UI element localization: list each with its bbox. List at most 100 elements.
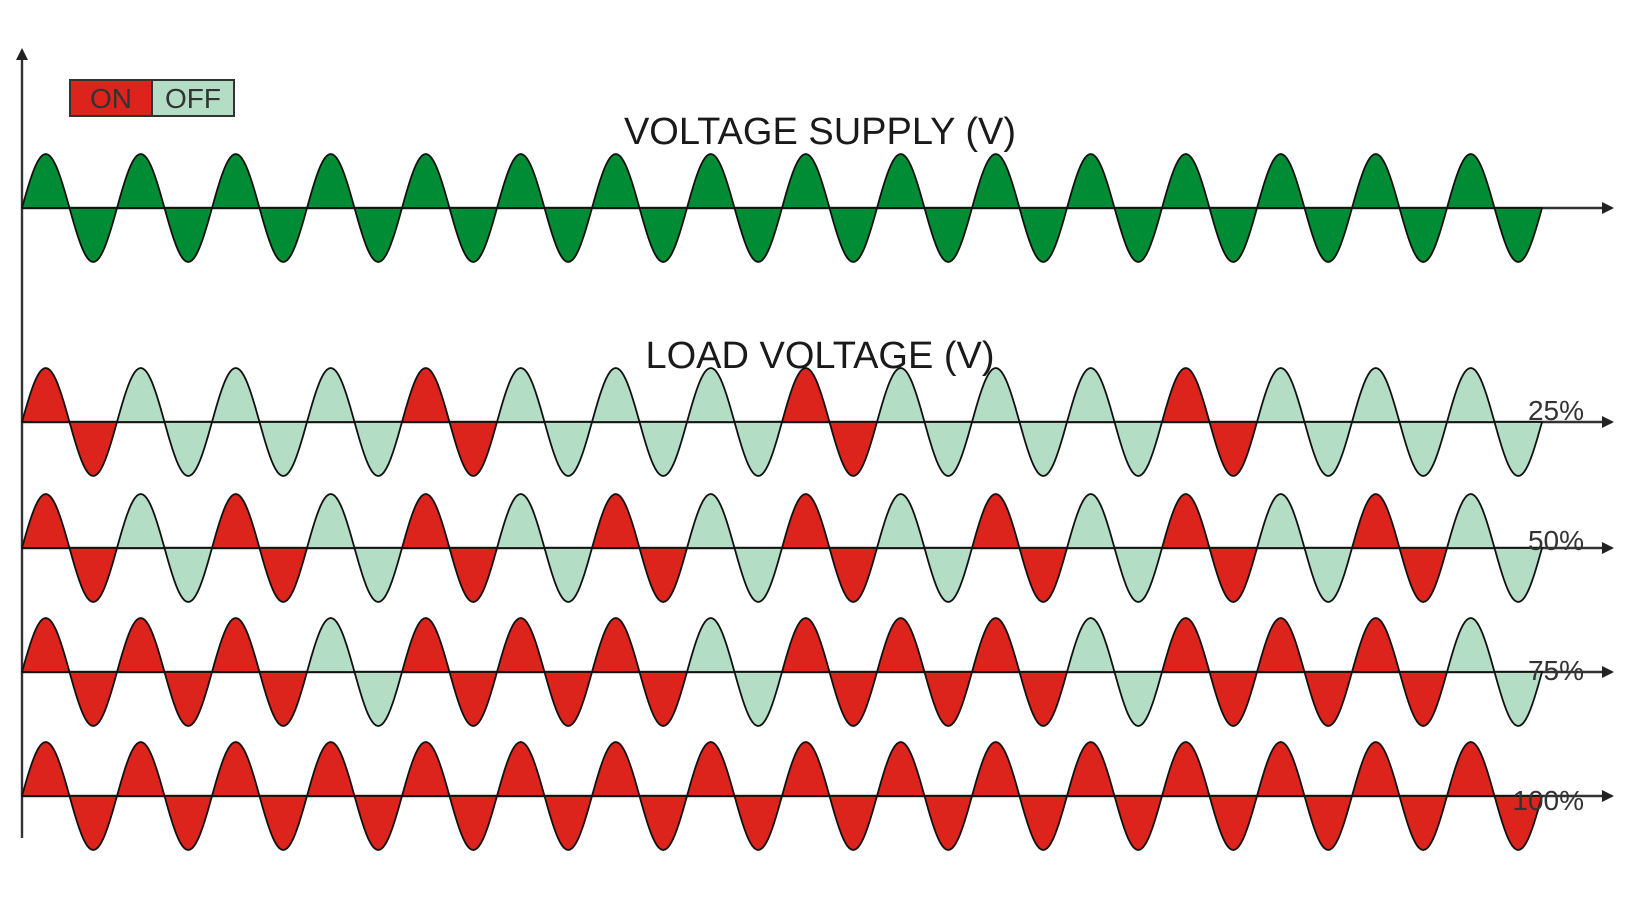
load-75pct-cycle-4-positive	[306, 617, 356, 673]
load-100pct-cycle-4-positive	[306, 741, 356, 797]
load-50pct-cycle-1-negative	[68, 547, 118, 603]
load-100pct-cycle-12-positive	[1066, 741, 1116, 797]
load-100pct-cycle-12-negative	[1113, 795, 1163, 851]
load-100pct-cycle-2-positive	[116, 741, 166, 797]
load-50pct-cycle-2-positive	[116, 493, 166, 549]
load-75pct-cycle-10-positive	[876, 617, 926, 673]
load-100pct-cycle-3-negative	[258, 795, 308, 851]
load-50pct-cycle-10-negative	[923, 547, 973, 603]
load-75pct-cycle-11-positive	[971, 617, 1021, 673]
load-50pct-cycle-15-negative	[1398, 547, 1448, 603]
load-25pct-cycle-16-positive	[1446, 367, 1496, 423]
load-75pct-cycle-6-negative	[543, 671, 593, 727]
load-25pct-cycle-11-negative	[1018, 421, 1068, 477]
supply-cycle-12-negative	[1113, 207, 1163, 263]
load-100pct-cycle-13-positive	[1161, 741, 1211, 797]
supply-title: VOLTAGE SUPPLY (V)	[624, 111, 1016, 153]
load-50pct-cycle-14-negative	[1303, 547, 1353, 603]
load-title: LOAD VOLTAGE (V)	[645, 335, 994, 377]
load-25pct-cycle-6-positive	[496, 367, 546, 423]
load-50pct-cycle-6-negative	[543, 547, 593, 603]
load-75pct-cycle-9-negative	[828, 671, 878, 727]
load-50pct-cycle-13-positive	[1161, 493, 1211, 549]
load-75pct-cycle-9-positive	[781, 617, 831, 673]
load-100pct-cycle-9-positive	[781, 741, 831, 797]
load-100pct-cycle-11-negative	[1018, 795, 1068, 851]
load-75pct-cycle-15-negative	[1398, 671, 1448, 727]
load-100pct-cycle-10-negative	[923, 795, 973, 851]
load-50pct-cycle-4-positive	[306, 493, 356, 549]
load-25pct-cycle-16-negative	[1493, 421, 1543, 477]
legend-off-label: OFF	[165, 83, 221, 114]
load-50pct-cycle-6-positive	[496, 493, 546, 549]
load-25pct-cycle-2-negative	[163, 421, 213, 477]
load-75pct-cycle-3-negative	[258, 671, 308, 727]
supply-cycle-2-negative	[163, 207, 213, 263]
load-50pct-cycle-12-negative	[1113, 547, 1163, 603]
supply-cycle-7-negative	[638, 207, 688, 263]
load-50pct-cycle-9-negative	[828, 547, 878, 603]
supply-cycle-15-positive	[1351, 153, 1401, 209]
supply-cycle-4-positive	[306, 153, 356, 209]
load-100pct-cycle-1-negative	[68, 795, 118, 851]
load-50pct-cycle-12-positive	[1066, 493, 1116, 549]
load-100pct-cycle-9-negative	[828, 795, 878, 851]
legend-off-swatch	[151, 79, 235, 117]
supply-cycle-7-positive	[591, 153, 641, 209]
load-25pct-cycle-14-negative	[1303, 421, 1353, 477]
load-50pct-cycle-3-positive	[211, 493, 261, 549]
load-75pct-cycle-14-negative	[1303, 671, 1353, 727]
load-25pct-cycle-7-positive	[591, 367, 641, 423]
supply-cycle-5-negative	[448, 207, 498, 263]
supply-cycle-10-positive	[876, 153, 926, 209]
load-100pct-cycle-16-positive	[1446, 741, 1496, 797]
load-100pct-cycle-4-negative	[353, 795, 403, 851]
supply-cycle-12-positive	[1066, 153, 1116, 209]
load-25pct-cycle-8-negative	[733, 421, 783, 477]
load-50pct-cycle-2-negative	[163, 547, 213, 603]
load-75pct-cycle-7-negative	[638, 671, 688, 727]
load-100pct-cycle-6-positive	[496, 741, 546, 797]
legend: ON OFF	[69, 79, 235, 117]
load-75pct-cycle-5-positive	[401, 617, 451, 673]
load-100pct-cycle-10-positive	[876, 741, 926, 797]
load-50pct-cycle-15-positive	[1351, 493, 1401, 549]
load-100pct-cycle-14-positive	[1256, 741, 1306, 797]
load-75pct-cycle-16-negative	[1493, 671, 1543, 727]
load-100pct-cycle-13-negative	[1208, 795, 1258, 851]
load-25pct-cycle-4-negative	[353, 421, 403, 477]
load-100pct-cycle-15-negative	[1398, 795, 1448, 851]
load-75pct-cycle-15-positive	[1351, 617, 1401, 673]
load-waveform-50	[21, 493, 1614, 603]
row-label-25: 25%	[1528, 395, 1584, 426]
load-75pct-cycle-2-positive	[116, 617, 166, 673]
load-50pct-cycle-9-positive	[781, 493, 831, 549]
load-100pct-cycle-6-negative	[543, 795, 593, 851]
load-75pct-cycle-6-positive	[496, 617, 546, 673]
load-25pct-cycle-6-negative	[543, 421, 593, 477]
load-100pct-cycle-5-negative	[448, 795, 498, 851]
load-25pct-cycle-15-negative	[1398, 421, 1448, 477]
load-50pct-cycle-13-negative	[1208, 547, 1258, 603]
load-25pct-cycle-7-negative	[638, 421, 688, 477]
row-label-50: 50%	[1528, 525, 1584, 556]
load-75pct-cycle-14-positive	[1256, 617, 1306, 673]
load-50pct-cycle-10-positive	[876, 493, 926, 549]
supply-cycle-8-negative	[733, 207, 783, 263]
load-25pct-cycle-12-negative	[1113, 421, 1163, 477]
load-25pct-cycle-1-negative	[68, 421, 118, 477]
load-waveform-100	[21, 741, 1614, 851]
load-25pct-cycle-3-negative	[258, 421, 308, 477]
load-25pct-cycle-13-negative	[1208, 421, 1258, 477]
load-25pct-cycle-9-negative	[828, 421, 878, 477]
load-75pct-cycle-3-positive	[211, 617, 261, 673]
load-50pct-cycle-5-negative	[448, 547, 498, 603]
supply-cycle-3-negative	[258, 207, 308, 263]
supply-cycle-8-positive	[686, 153, 736, 209]
load-25pct-cycle-5-positive	[401, 367, 451, 423]
load-100pct-cycle-7-positive	[591, 741, 641, 797]
load-75pct-cycle-12-negative	[1113, 671, 1163, 727]
supply-cycle-10-negative	[923, 207, 973, 263]
supply-cycle-11-positive	[971, 153, 1021, 209]
